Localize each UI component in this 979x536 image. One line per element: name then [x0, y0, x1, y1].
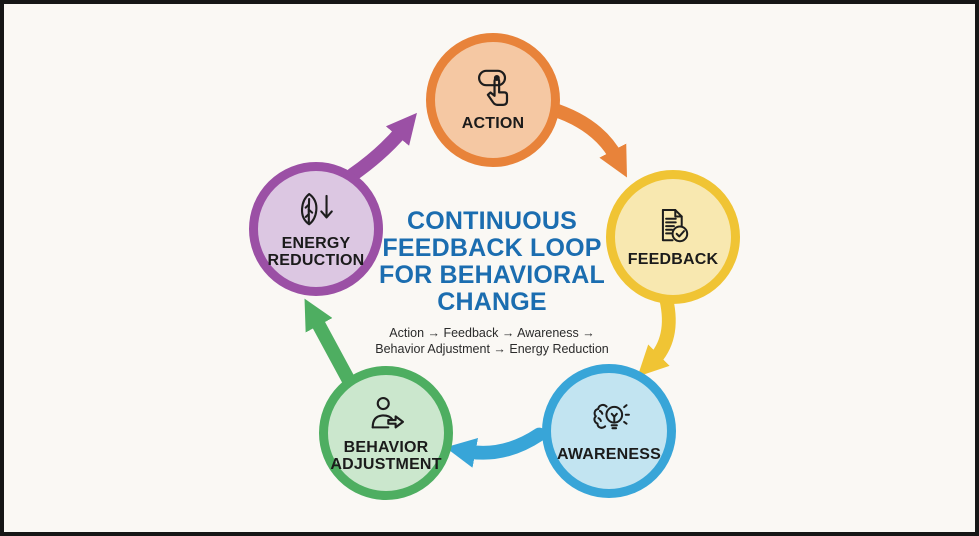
node-feedback-label: FEEDBACK	[627, 251, 719, 269]
node-behavior-adjustment: BEHAVIOR ADJUSTMENT	[319, 366, 453, 500]
node-feedback: FEEDBACK	[606, 170, 740, 304]
title-line-1: CONTINUOUS	[406, 207, 578, 235]
node-energy-reduction-label: ENERGY REDUCTION	[267, 234, 365, 269]
arrow-energy-to-action	[346, 112, 417, 182]
node-awareness-label: AWARENESS	[556, 446, 662, 464]
node-energy-reduction: ENERGY REDUCTION	[249, 162, 383, 296]
subtitle-line-1: Action → Feedback → Awareness →	[389, 326, 595, 340]
leaf-down-arrow-icon	[294, 189, 338, 233]
arrow-awareness-to-behavior	[445, 427, 547, 468]
diagram-title: CONTINUOUS FEEDBACK LOOP FOR BEHAVIORAL …	[367, 208, 617, 316]
document-check-icon	[651, 205, 695, 249]
title-line-3: FOR BEHAVIORAL	[379, 261, 605, 289]
diagram-subtitle: Action → Feedback → Awareness → Behavior…	[367, 325, 617, 358]
center-text-block: CONTINUOUS FEEDBACK LOOP FOR BEHAVIORAL …	[367, 208, 617, 358]
arrow-feedback-to-awareness	[637, 292, 676, 377]
node-action: ACTION	[426, 33, 560, 167]
node-behavior-adjustment-label: BEHAVIOR ADJUSTMENT	[330, 438, 442, 473]
title-line-4: CHANGE	[437, 288, 547, 316]
title-line-2: FEEDBACK LOOP	[382, 234, 602, 262]
tap-icon	[470, 67, 516, 113]
brain-lightbulb-icon	[586, 398, 632, 444]
node-awareness: AWARENESS	[542, 364, 676, 498]
arrow-action-to-feedback	[543, 101, 627, 178]
node-action-label: ACTION	[461, 115, 525, 133]
subtitle-line-2: Behavior Adjustment → Energy Reduction	[375, 342, 609, 357]
person-arrow-icon	[364, 393, 408, 437]
